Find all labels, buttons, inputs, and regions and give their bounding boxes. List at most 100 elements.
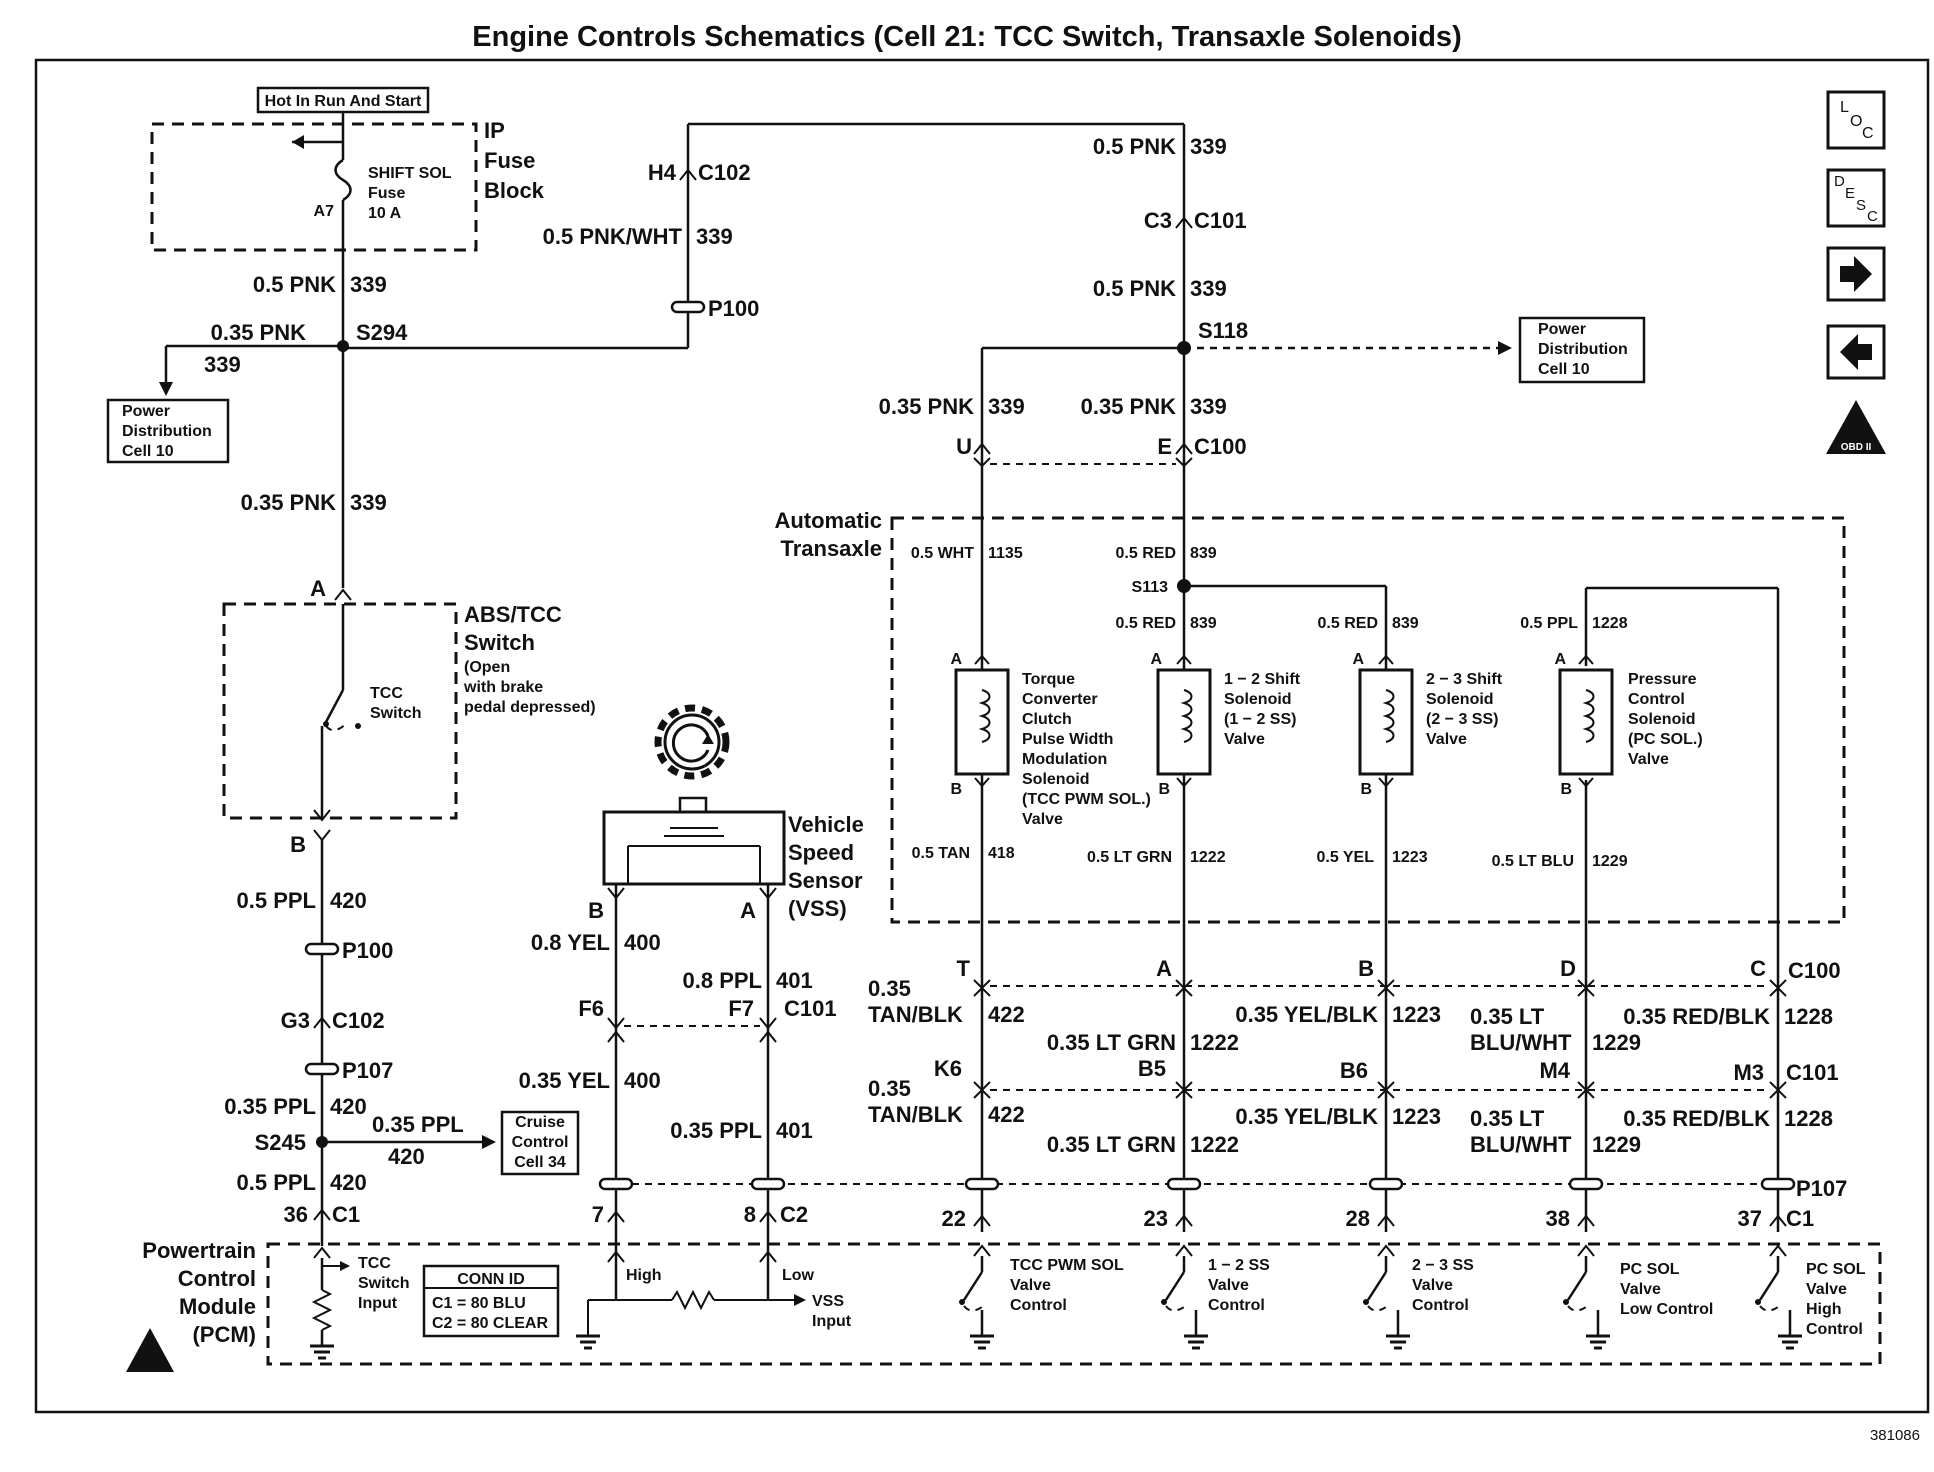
- splice-label: S245: [255, 1130, 306, 1155]
- pin-label: 36: [284, 1202, 308, 1227]
- circuit-label: 420: [330, 1170, 367, 1195]
- pin-label: H4: [648, 160, 677, 185]
- loc-button[interactable]: L O C: [1826, 90, 1886, 150]
- wire-label: 0.5 LT GRN: [1087, 849, 1172, 866]
- svg-text:B6: B6: [1340, 1058, 1368, 1083]
- connector-label: C100: [1194, 434, 1247, 459]
- svg-text:B5: B5: [1138, 1056, 1166, 1081]
- pin-label: G3: [281, 1008, 310, 1033]
- circuit-label: 400: [624, 1068, 661, 1093]
- wire-label: 0.35 LT GRN: [1047, 1030, 1176, 1055]
- switch-contact-icon: [324, 689, 345, 723]
- wire-label: 0.35 RED/BLK: [1623, 1106, 1770, 1131]
- bus-arrow-icon: [292, 135, 304, 149]
- prev-arrow-button[interactable]: [1826, 324, 1886, 380]
- svg-text:E: E: [1845, 185, 1855, 202]
- wire-label: 0.5 PPL: [237, 888, 316, 913]
- svg-text:M4: M4: [1539, 1058, 1570, 1083]
- pin-label: U: [956, 434, 972, 459]
- wire-label: 0.5 RED: [1116, 545, 1176, 562]
- passthrough-label: P100: [342, 938, 393, 963]
- svg-text:8: 8: [744, 1202, 756, 1227]
- wire-label: 0.5 PPL: [1520, 615, 1578, 632]
- svg-text:C: C: [1867, 208, 1878, 225]
- passthrough-label: P107: [342, 1058, 393, 1083]
- svg-text:A: A: [950, 651, 962, 668]
- wire-label: 0.5 PNK: [253, 272, 336, 297]
- circuit-label: 1223: [1392, 849, 1428, 866]
- fuse-icon: [334, 158, 352, 202]
- coil-icon: [1180, 689, 1193, 743]
- wire-label: 0.35 PNK: [211, 320, 306, 345]
- coil-icon: [978, 689, 991, 743]
- svg-text:D: D: [1560, 956, 1576, 981]
- arrow-right-icon: [1498, 341, 1512, 355]
- pin-label: A: [310, 576, 326, 601]
- wire-label: 0.5 YEL: [1316, 849, 1374, 866]
- wire-label: 0.5 LT BLU: [1492, 853, 1574, 870]
- obd-ii-icon[interactable]: OBD II: [1826, 400, 1886, 454]
- passthrough-label: P100: [708, 296, 759, 321]
- svg-text:D: D: [1834, 173, 1845, 190]
- svg-text:CONN ID: CONN ID: [457, 1271, 525, 1288]
- svg-text:C100: C100: [1788, 958, 1841, 983]
- wire-label: 0.35 YEL/BLK: [1235, 1104, 1378, 1129]
- circuit-label: 422: [988, 1002, 1025, 1027]
- pin-label: C3: [1144, 208, 1172, 233]
- wire-label: 0.5 RED: [1318, 615, 1378, 632]
- svg-text:C1 = 80 BLU: C1 = 80 BLU: [432, 1295, 526, 1312]
- circuit-label: 839: [1392, 615, 1419, 632]
- circuit-label: 339: [1190, 394, 1227, 419]
- pin-label: A: [740, 898, 756, 923]
- outer-frame: [34, 58, 1930, 1414]
- circuit-label: 420: [330, 888, 367, 913]
- svg-text:37: 37: [1738, 1206, 1762, 1231]
- desc-button[interactable]: D E S C: [1826, 168, 1886, 228]
- resistor-icon: [311, 1289, 333, 1331]
- circuit-label: 418: [988, 845, 1015, 862]
- circuit-label: 420: [330, 1094, 367, 1119]
- circuit-label: 420: [388, 1144, 425, 1169]
- next-arrow-button[interactable]: [1826, 246, 1886, 302]
- circuit-label: 339: [696, 224, 733, 249]
- wire-label: 0.35 PNK: [241, 490, 336, 515]
- cruise-control-box: [500, 1110, 580, 1176]
- svg-text:S: S: [1856, 197, 1866, 214]
- figure-id: 381086: [1870, 1427, 1920, 1444]
- connector-label: C102: [332, 1008, 385, 1033]
- svg-text:7: 7: [592, 1202, 604, 1227]
- abs-tcc-switch-box: [222, 602, 458, 820]
- svg-text:B: B: [1560, 781, 1572, 798]
- splice-label: S294: [356, 320, 408, 345]
- esd-warning-icon: [126, 1328, 174, 1372]
- circuit-label: 339: [350, 490, 387, 515]
- circuit-label: 1135: [988, 545, 1023, 562]
- svg-text:B: B: [1158, 781, 1170, 798]
- svg-text:22: 22: [942, 1206, 966, 1231]
- svg-text:23: 23: [1144, 1206, 1168, 1231]
- passthrough-p107-row: P107: [598, 1176, 1847, 1201]
- circuit-label: 1228: [1784, 1106, 1833, 1131]
- connector-label: C101: [1194, 208, 1247, 233]
- wire-label: 0.35 LT GRN: [1047, 1132, 1176, 1157]
- circuit-label: 1228: [1784, 1004, 1833, 1029]
- svg-text:A: A: [1156, 956, 1172, 981]
- connector-label: C102: [698, 160, 751, 185]
- wire-label: 0.5 WHT: [911, 545, 974, 562]
- coil-icon: [1382, 689, 1395, 743]
- connector-label: C1: [332, 1202, 360, 1227]
